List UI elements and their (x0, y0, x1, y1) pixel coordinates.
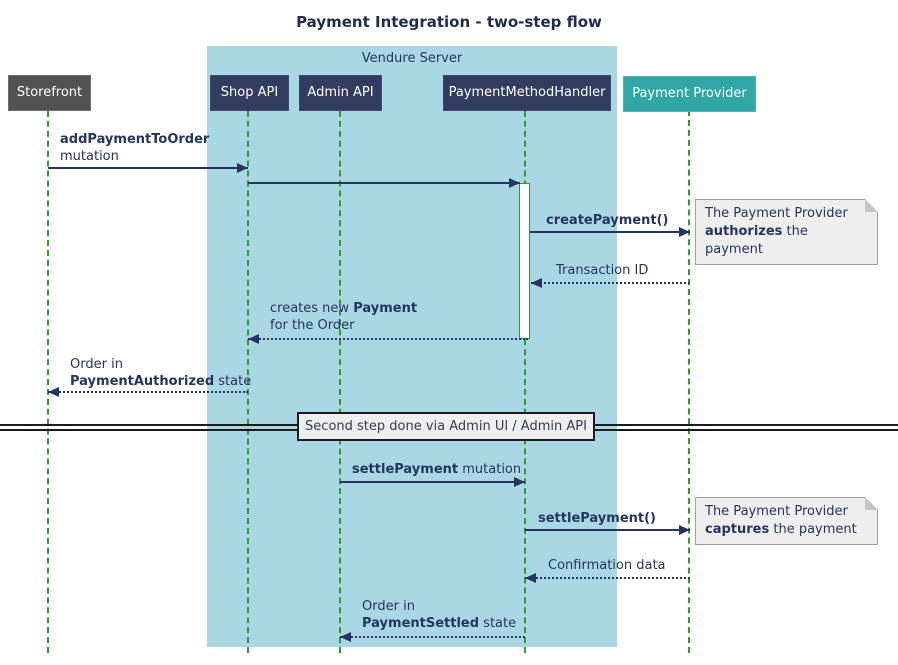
participant-storefront: Storefront (8, 75, 91, 111)
lifeline-payment-method-handler (524, 111, 526, 653)
lifeline-payment-provider (688, 110, 690, 653)
arrowhead-right (679, 227, 690, 237)
participant-admin-api: Admin API (299, 75, 382, 111)
message-line (248, 182, 520, 184)
message-line (248, 338, 528, 340)
arrowhead-left (531, 278, 542, 288)
arrowhead-left (525, 573, 536, 583)
lifeline-admin-api (339, 111, 341, 653)
participant-payment-provider: Payment Provider (623, 76, 756, 112)
vendure-server-frame (207, 46, 617, 647)
arrowhead-right (237, 163, 248, 173)
participant-shop-api: Shop API (210, 75, 289, 111)
message-label-settlepayment-mutation: settlePayment mutation (352, 462, 522, 477)
message-line (340, 481, 525, 483)
message-line (530, 231, 690, 233)
message-label-createpayment: createPayment() (546, 213, 669, 228)
message-label-transaction-id: Transaction ID (556, 263, 649, 278)
vendure-server-label: Vendure Server (361, 51, 463, 66)
diagram-title: Payment Integration - two-step flow (296, 13, 602, 31)
lifeline-shop-api (247, 111, 249, 653)
message-line (531, 282, 690, 284)
divider-label: Second step done via Admin UI / Admin AP… (297, 412, 595, 441)
message-label-confirmation-data: Confirmation data (548, 558, 666, 573)
message-line (525, 577, 690, 579)
arrowhead-left (340, 632, 351, 642)
message-label-settlepayment-call: settlePayment() (538, 511, 656, 526)
activation-bar (519, 183, 530, 339)
message-line (48, 167, 248, 169)
arrowhead-left (248, 334, 259, 344)
arrowhead-left (48, 387, 59, 397)
participant-payment-method-handler: PaymentMethodHandler (443, 75, 611, 111)
message-line (48, 391, 248, 393)
message-line (525, 529, 690, 531)
lifeline-storefront (47, 111, 49, 653)
arrowhead-right (679, 525, 690, 535)
arrowhead-right (514, 477, 525, 487)
arrowhead-right (509, 178, 520, 188)
message-line (340, 636, 525, 638)
